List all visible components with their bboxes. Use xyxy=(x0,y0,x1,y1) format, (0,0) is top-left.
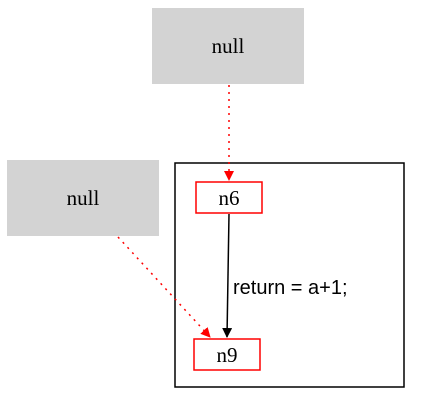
edge-null-left-to-n9 xyxy=(117,236,211,338)
null-node-left[interactable]: null xyxy=(7,160,159,236)
cluster-box xyxy=(174,162,405,388)
null-node-left-label: null xyxy=(67,186,100,210)
node-n6-box xyxy=(195,181,263,214)
node-n6[interactable]: n6 xyxy=(195,181,263,214)
node-n9-box xyxy=(193,338,261,371)
edge-n6-to-n9 xyxy=(222,213,233,338)
null-node-top[interactable]: null xyxy=(152,8,304,84)
node-n6-label: n6 xyxy=(219,186,240,210)
edge-n6-to-n9-label: return = a+1; xyxy=(233,277,348,299)
null-node-left-box xyxy=(7,160,159,236)
null-node-top-label: null xyxy=(212,34,245,58)
null-node-top-box xyxy=(152,8,304,84)
node-n9-label: n9 xyxy=(217,343,238,367)
node-n9[interactable]: n9 xyxy=(193,338,261,371)
